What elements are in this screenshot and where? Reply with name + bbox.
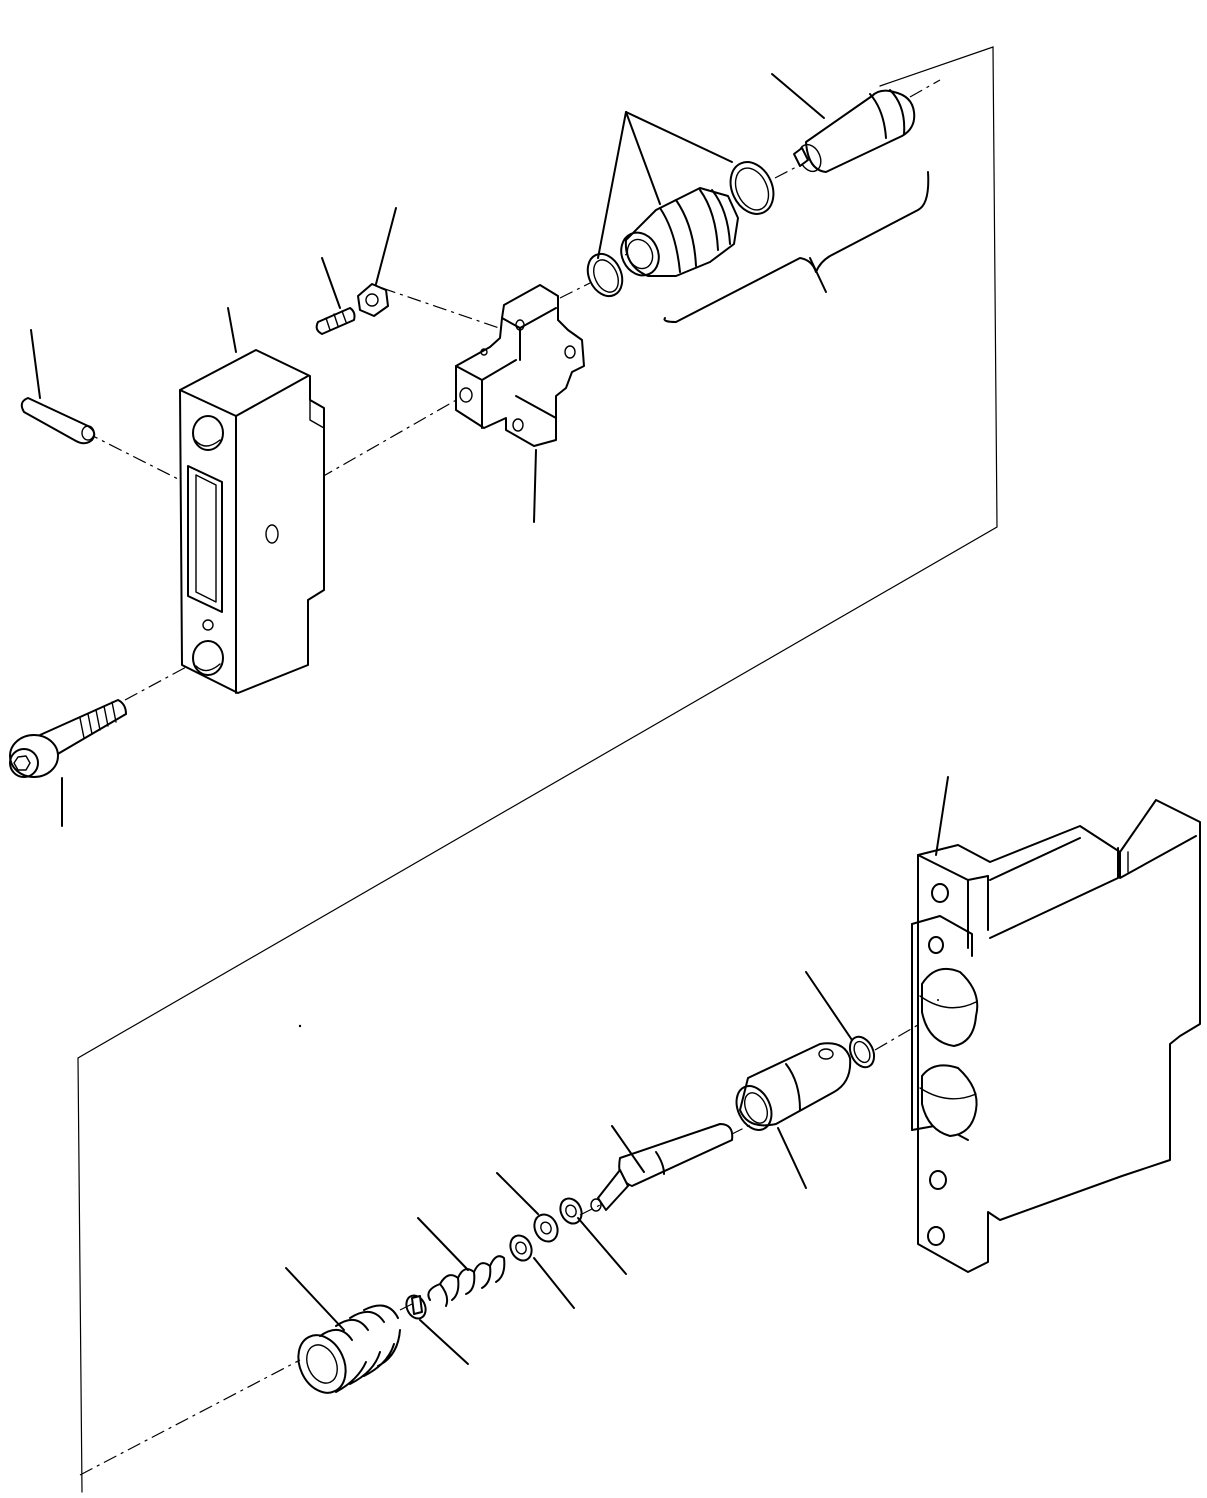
scan-specks <box>298 999 939 1028</box>
cross-block-part <box>455 284 585 447</box>
housing-o-ring-part <box>848 1035 876 1069</box>
small-spring-part <box>427 1255 506 1307</box>
assembly-boundary-frame <box>77 46 998 1493</box>
o-ring-small-part <box>586 252 624 298</box>
set-screw-part <box>315 307 356 335</box>
valve-sleeve-part <box>620 187 739 277</box>
nut-part <box>357 283 389 317</box>
piston-rod-part <box>590 1123 734 1212</box>
pin-part <box>20 397 96 445</box>
washer-part-1 <box>559 1197 583 1225</box>
leader-lines <box>30 73 949 1365</box>
center-lines <box>79 79 941 1476</box>
valve-housing-part <box>911 799 1201 1273</box>
washer-part-2 <box>533 1213 559 1243</box>
cover-plate-part <box>179 349 325 694</box>
spool-sleeve-part <box>735 1042 852 1131</box>
retainer-clip-part <box>405 1294 427 1320</box>
plug-part <box>793 89 916 173</box>
washer-part-3 <box>509 1234 533 1262</box>
large-spring-part <box>297 1304 401 1394</box>
bolt-part <box>9 699 127 778</box>
o-ring-large-part <box>729 161 775 215</box>
